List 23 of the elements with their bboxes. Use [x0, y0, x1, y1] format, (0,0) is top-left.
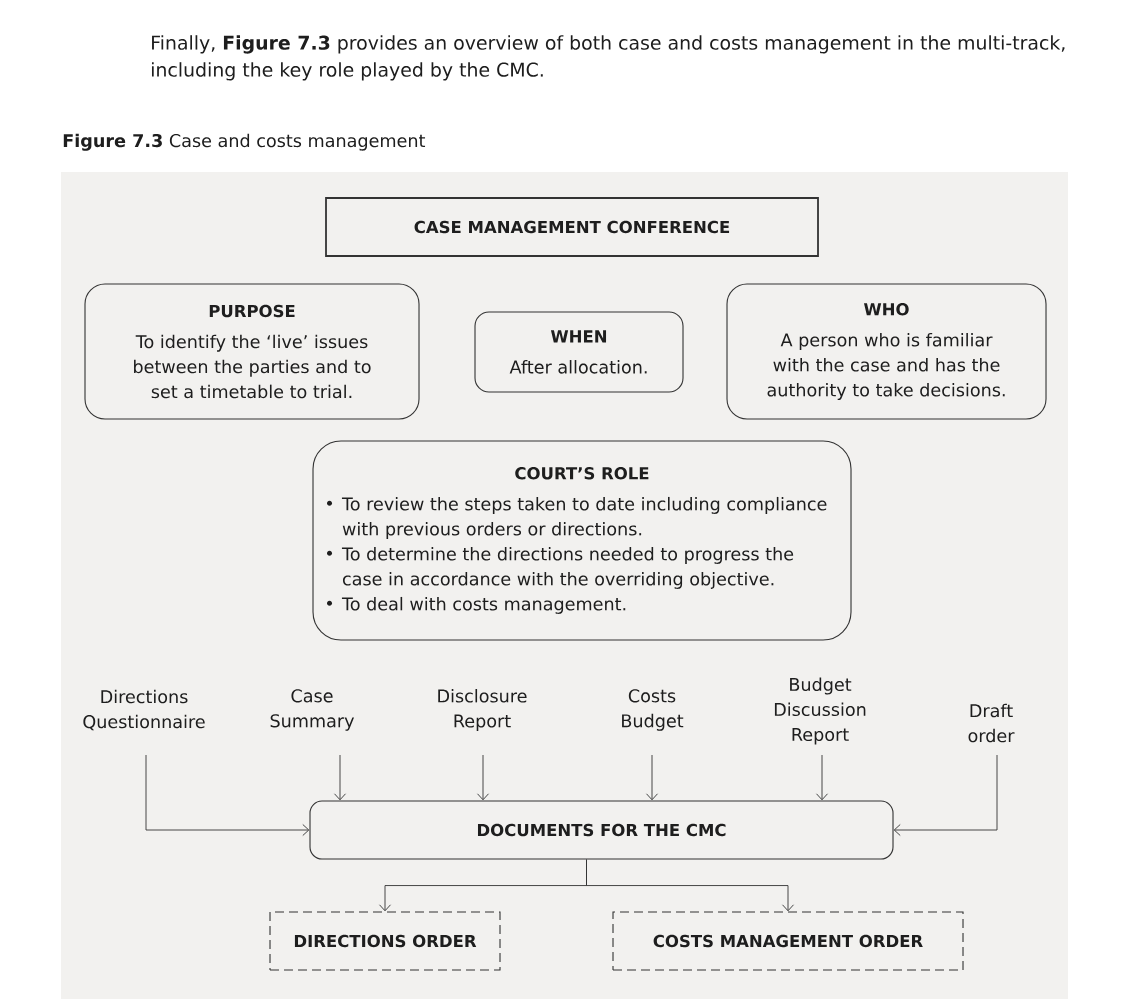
arrow [816, 754, 828, 801]
arrow [477, 754, 489, 801]
arrow [586, 859, 794, 912]
arrow [646, 754, 658, 801]
document-label: Draft order [968, 703, 1015, 743]
process-box: DOCUMENTS FOR THE CMC [309, 800, 894, 860]
info-card: WHEN After allocation. [474, 311, 684, 393]
output-box: COSTS MANAGEMENT ORDER [612, 911, 964, 971]
intro-paragraph: Finally, Figure 7.3 provides an overview of both case and costs management in the multi-track, including the key role played by the CMC. [152, 35, 1065, 81]
document-label: Budget Discussion Report [774, 677, 866, 745]
document-label: Costs Budget [622, 689, 684, 731]
heading-box: CASE MANAGEMENT CONFERENCE [325, 197, 819, 257]
figure-title: Figure 7.3 Case and costs management [63, 133, 426, 151]
arrow [145, 754, 310, 836]
info-card: COURT’S ROLE To review the steps taken to date including compliance with previous orders or directions. To determine the directions needed to progress the case in accordance with the overriding objective. To deal with costs management. [312, 440, 852, 641]
arrow [893, 754, 998, 836]
document-label: Disclosure Report [438, 689, 527, 731]
document-label: Directions Questionnaire [83, 689, 205, 731]
info-card: WHO A person who is familiar with the case and has the authority to take decisions. [726, 283, 1047, 420]
output-box: DIRECTIONS ORDER [269, 911, 501, 971]
info-card: PURPOSE To identify the ‘live’ issues between the parties and to set a timetable to trial. [84, 283, 420, 420]
document-label: Case Summary [270, 689, 354, 731]
arrow [334, 754, 346, 801]
